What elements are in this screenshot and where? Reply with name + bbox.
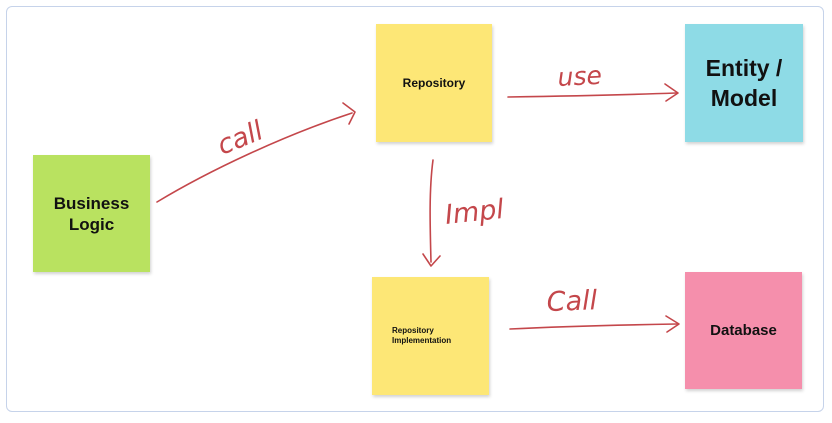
sticky-note-entity-model[interactable]: Entity / Model xyxy=(685,24,803,142)
arrow-implementation-to-database[interactable]: Call xyxy=(509,285,680,333)
sticky-note-entity-model-label: Entity / Model xyxy=(705,55,783,111)
edge-label-impl: Impl xyxy=(443,194,505,231)
sticky-note-database[interactable]: Database xyxy=(685,272,802,389)
arrow-business-to-repository[interactable]: call xyxy=(156,102,356,203)
sticky-note-business-logic-label: Business Logic xyxy=(53,193,130,234)
sticky-note-repository-implementation[interactable]: Repository Implementation xyxy=(372,277,489,395)
arrow-repository-to-entity[interactable]: use xyxy=(507,61,679,102)
arrow-repository-to-implementation[interactable]: Impl xyxy=(422,159,506,267)
edge-label-call-database: Call xyxy=(546,285,598,318)
edge-label-call: call xyxy=(213,115,268,161)
sticky-note-repository[interactable]: Repository xyxy=(376,24,492,142)
sticky-note-database-label: Database xyxy=(710,322,777,339)
sticky-note-business-logic[interactable]: Business Logic xyxy=(33,155,150,272)
edge-label-use: use xyxy=(557,61,603,92)
sticky-note-repository-label: Repository xyxy=(402,76,466,90)
sticky-note-repository-implementation-label: Repository Implementation xyxy=(392,326,452,345)
